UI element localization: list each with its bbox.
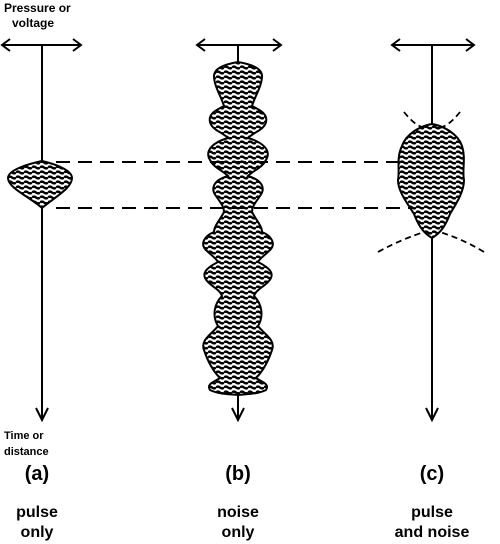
panel-a-caption-line2: only [21, 524, 54, 541]
panel-c-envelope-lines [377, 111, 485, 253]
panel-c-caption-line1: pulse [411, 504, 453, 521]
panel-b-letter: (b) [225, 463, 251, 485]
panel-a-caption-line1: pulse [16, 504, 58, 521]
panel-a-pulse [6, 159, 74, 210]
time-label-line1: Time or [4, 430, 44, 442]
time-label-line2: distance [4, 446, 49, 458]
panel-c-pulse-noise [396, 122, 466, 240]
pressure-label-line1: Pressure or [4, 1, 71, 15]
panel-a-axes [0, 38, 83, 423]
panel-a-letter: (a) [25, 463, 49, 485]
panel-b-caption-line2: only [222, 524, 255, 541]
comparison-dashed-lines [56, 161, 412, 209]
panel-b-caption-line1: noise [217, 504, 259, 521]
panel-b-noise [202, 60, 274, 397]
panel-c-caption-line2: and noise [395, 524, 470, 541]
pressure-label-line2: voltage [12, 16, 54, 30]
panel-c-letter: (c) [420, 463, 444, 485]
